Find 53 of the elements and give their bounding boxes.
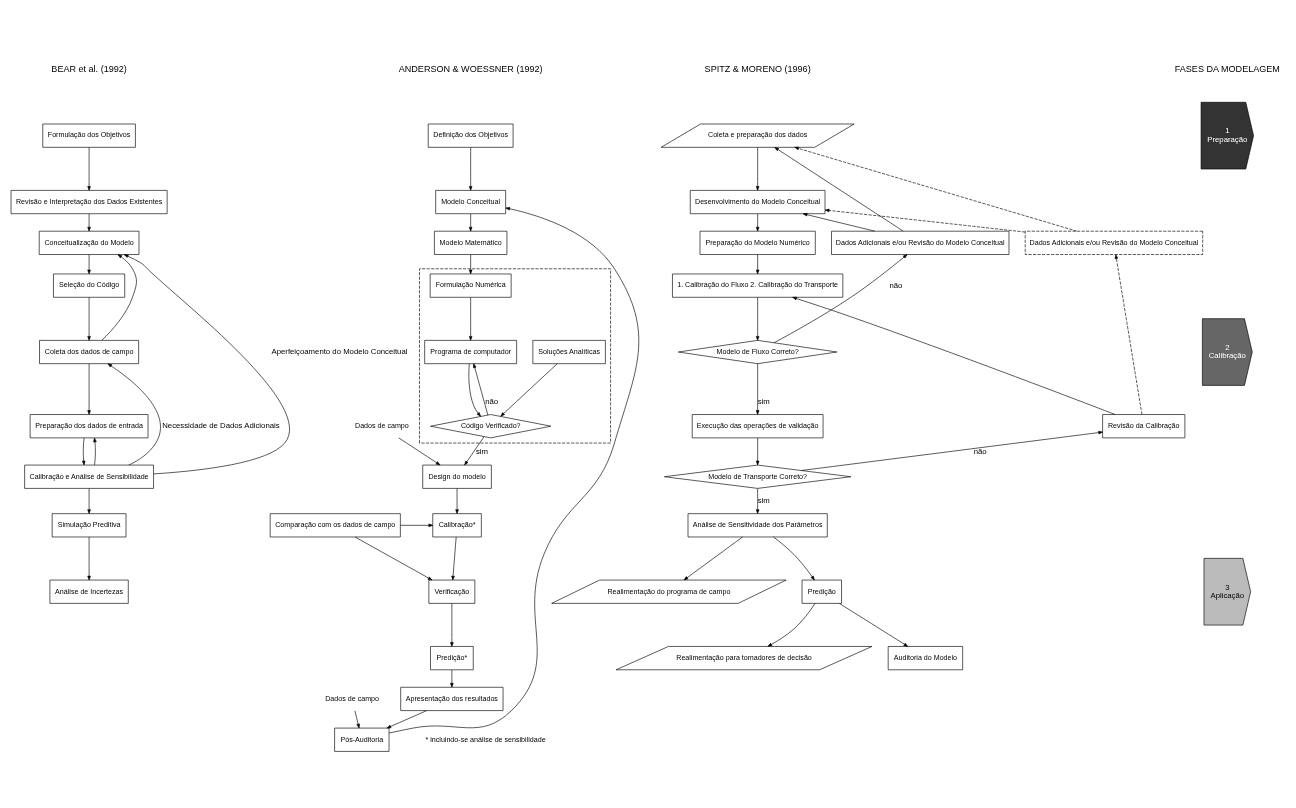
arrow — [792, 296, 1116, 415]
arrow — [451, 536, 457, 580]
arrow — [386, 709, 427, 728]
label: BEAR et al. (1992) — [51, 63, 127, 74]
label: ANDERSON & WOESSNER (1992) — [398, 63, 543, 74]
arrow — [468, 296, 473, 341]
arrow — [87, 536, 91, 580]
arrow — [767, 602, 816, 647]
arrow — [774, 146, 904, 231]
arrow — [354, 709, 360, 728]
arrow — [824, 208, 1026, 232]
arrow — [388, 206, 640, 733]
arrow — [107, 363, 161, 465]
arrow — [473, 362, 489, 415]
arrow — [455, 487, 459, 514]
arrow — [87, 487, 91, 514]
arrow — [450, 669, 454, 687]
arrow — [755, 213, 760, 231]
arrow — [468, 362, 481, 417]
arrow — [354, 536, 433, 580]
arrow — [755, 146, 760, 191]
label: SPITZ & MORENO (1996) — [704, 63, 811, 74]
arrow — [794, 146, 1077, 231]
arrow — [755, 296, 760, 341]
arrow — [87, 362, 91, 415]
arrow — [773, 253, 908, 343]
arrow — [683, 536, 743, 580]
arrow — [755, 253, 760, 274]
arrow — [87, 146, 91, 191]
arrow — [398, 437, 441, 465]
label: FASES DA MODELAGEM — [1174, 63, 1280, 74]
arrow — [468, 213, 473, 231]
arrow — [500, 362, 558, 417]
arrow — [450, 602, 454, 647]
arrow — [101, 253, 137, 341]
arrow — [468, 146, 473, 191]
arrow — [87, 253, 91, 274]
arrow — [1114, 253, 1143, 415]
arrow — [93, 437, 97, 465]
arrow — [801, 430, 1103, 471]
arrow — [400, 523, 434, 527]
arrow — [87, 213, 91, 231]
arrow — [87, 296, 91, 341]
arrow — [468, 253, 473, 274]
arrow — [82, 437, 86, 465]
arrow — [802, 212, 876, 231]
arrow — [123, 253, 290, 474]
arrow — [755, 437, 760, 465]
arrow — [464, 435, 485, 465]
arrow — [755, 362, 760, 415]
arrow — [839, 602, 909, 647]
arrow — [755, 487, 760, 514]
arrow — [773, 536, 815, 580]
